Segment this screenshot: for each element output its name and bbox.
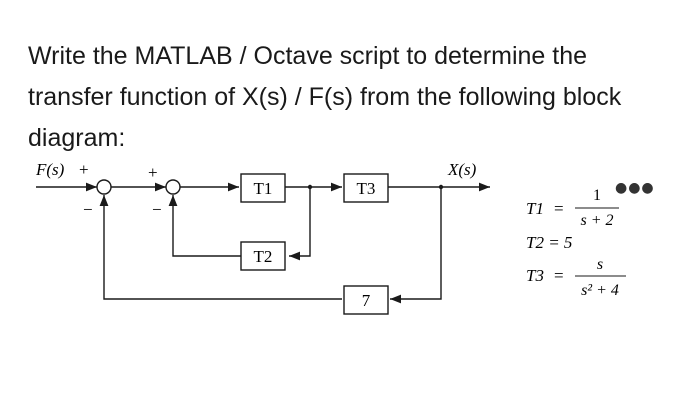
input-plus-sign: +: [79, 160, 89, 179]
gain-to-sum1-path: [99, 195, 342, 300]
equation-t3: T3 = s s² + 4: [526, 256, 626, 299]
block-gain-label: 7: [362, 291, 371, 310]
block-t2: [240, 241, 286, 271]
outer-feedback-path: [390, 187, 442, 304]
block-t3: [343, 173, 389, 203]
equation-t3-numerator: s: [597, 256, 603, 273]
takeoff-point-output: [438, 184, 444, 190]
equation-t1-numerator: 1: [593, 187, 601, 204]
sum1-minus-sign: −: [83, 200, 93, 219]
question-line-1: Write the MATLAB / Octave script to dete…: [28, 42, 588, 70]
question-line-3: diagram:: [28, 124, 126, 152]
block-t1-label: T1: [254, 179, 273, 198]
block-t3-label: T3: [357, 179, 376, 198]
question-text: Write the MATLAB / Octave script to dete…: [28, 36, 678, 159]
output-label: X(s): [447, 160, 477, 179]
block-gain: [343, 285, 389, 315]
t2-to-sum2-path: [168, 195, 241, 257]
equation-t1: T1 = 1 s + 2: [526, 187, 619, 229]
summing-junction-1: [96, 179, 112, 195]
equation-t3-lhs: T3: [526, 266, 544, 285]
equation-t1-denominator: s + 2: [580, 212, 613, 229]
equation-t1-lhs: T1: [526, 199, 544, 218]
equation-t3-equals: =: [554, 266, 564, 285]
more-dots-icon[interactable]: ●●●: [615, 180, 655, 196]
sum2-plus-sign: +: [148, 163, 158, 182]
sum2-minus-sign: −: [152, 200, 162, 219]
inner-feedback-path: [289, 187, 311, 261]
equation-t2: T2 = 5: [526, 233, 572, 252]
takeoff-point-t1: [307, 184, 313, 190]
block-t2-label: T2: [254, 247, 273, 266]
question-line-2: transfer function of X(s) / F(s) from th…: [28, 83, 622, 111]
input-label: F(s): [35, 160, 65, 179]
equation-t1-equals: =: [554, 199, 564, 218]
block-t1: [240, 173, 286, 203]
equation-t3-denominator: s² + 4: [581, 282, 619, 299]
summing-junction-2: [165, 179, 181, 195]
